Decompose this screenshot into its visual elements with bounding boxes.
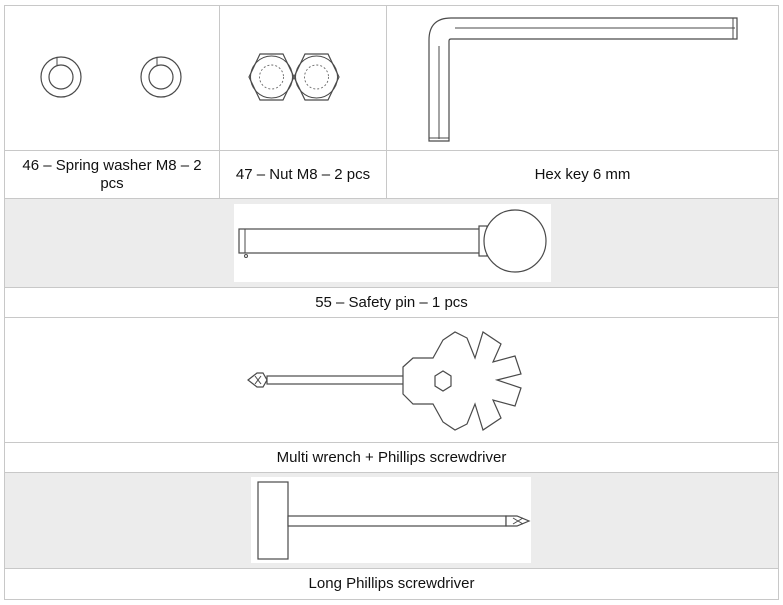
long-screwdriver-image-cell [4,472,779,569]
long-screwdriver-caption: Long Phillips screwdriver [308,575,475,592]
hex-key-caption-cell: Hex key 6 mm [386,150,779,199]
spring-washer-caption: 46 – Spring washer M8 – 2 pcs [22,156,202,192]
spring-washer-caption-cell: 46 – Spring washer M8 – 2 pcs [4,150,220,199]
spring-washer-drawing [40,56,182,98]
safety-pin-caption-cell: 55 – Safety pin – 1 pcs [4,287,779,318]
nut-caption: 47 – Nut M8 – 2 pcs [235,165,371,183]
nut-left [248,53,295,101]
multi-wrench-drawing [247,331,522,431]
safety-pin-caption: 55 – Safety pin – 1 pcs [315,293,468,311]
nut-image-cell [219,5,387,151]
long-screwdriver-caption-cell: Long Phillips screwdriver [4,568,779,600]
multi-wrench-image-cell [4,317,779,443]
safety-pin-image-cell [4,198,779,288]
nut-drawing [248,53,340,101]
nut-right [293,53,340,101]
hex-key-image-cell [386,5,779,151]
multi-wrench-caption: Multi wrench + Phillips screwdriver [276,448,507,466]
spring-washer-image-cell [4,5,220,151]
spring-washer-right [140,56,182,98]
long-screwdriver-drawing [251,477,531,563]
multi-wrench-caption-cell: Multi wrench + Phillips screwdriver [4,442,779,473]
spring-washer-left [40,56,82,98]
hex-key-drawing [428,17,738,142]
nut-caption-cell: 47 – Nut M8 – 2 pcs [219,150,387,199]
hex-key-caption: Hex key 6 mm [534,165,631,183]
safety-pin-drawing [234,204,551,282]
